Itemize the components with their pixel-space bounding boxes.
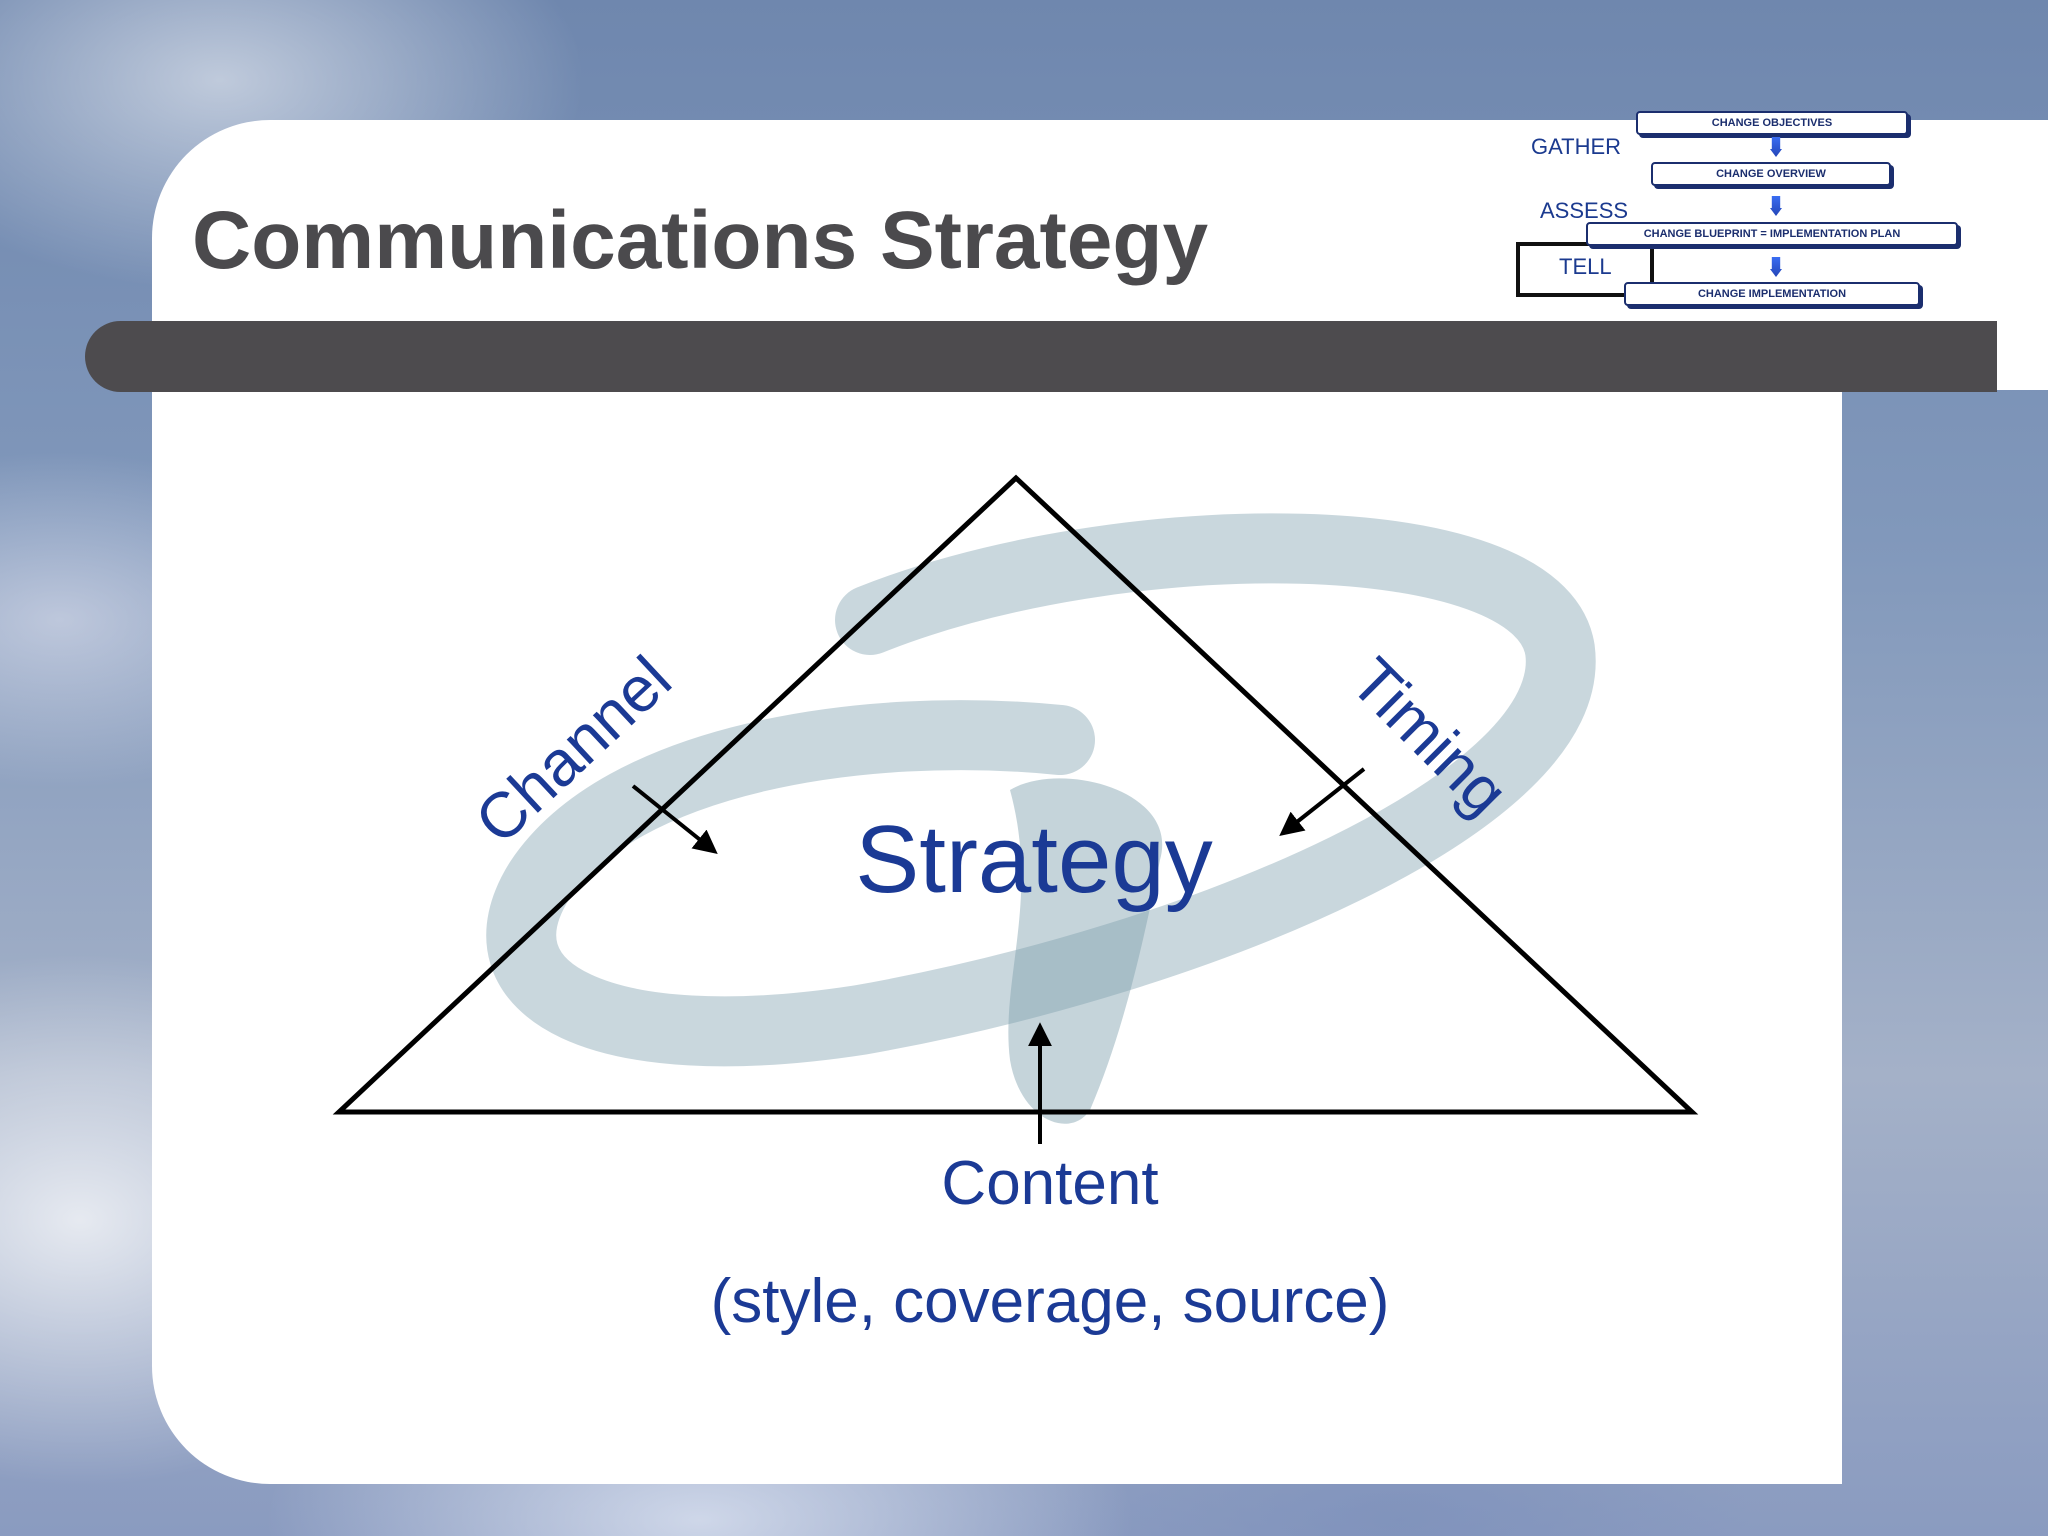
flow-down-arrow-icon	[1770, 196, 1782, 216]
strategy-triangle	[332, 474, 1699, 1115]
flow-down-arrow-icon	[1770, 257, 1782, 277]
timing-arrow	[1279, 767, 1366, 836]
flow-step-change-blueprint: CHANGE BLUEPRINT = IMPLEMENTATION PLAN	[1586, 222, 1958, 246]
content-sublabel: (style, coverage, source)	[711, 1267, 1390, 1336]
flow-step-change-overview: CHANGE OVERVIEW	[1651, 162, 1891, 186]
stage-label-gather: GATHER	[1531, 134, 1622, 159]
slide-title: Communications Strategy	[192, 195, 1209, 286]
stage-label-tell: TELL	[1559, 254, 1612, 279]
title-underline-bar	[85, 321, 1997, 392]
stage-label-assess: ASSESS	[1540, 198, 1629, 223]
current-stage-highlight	[1516, 242, 1654, 297]
channel-arrow	[631, 784, 718, 855]
strategy-center-label: Strategy	[855, 806, 1213, 913]
flow-down-arrow-icon	[1770, 137, 1782, 157]
swirl-logo-watermark	[486, 513, 1596, 1067]
flow-step-change-objectives: CHANGE OBJECTIVES	[1636, 111, 1908, 135]
flow-step-change-implementation: CHANGE IMPLEMENTATION	[1624, 282, 1920, 306]
content-label: Content	[941, 1149, 1158, 1218]
